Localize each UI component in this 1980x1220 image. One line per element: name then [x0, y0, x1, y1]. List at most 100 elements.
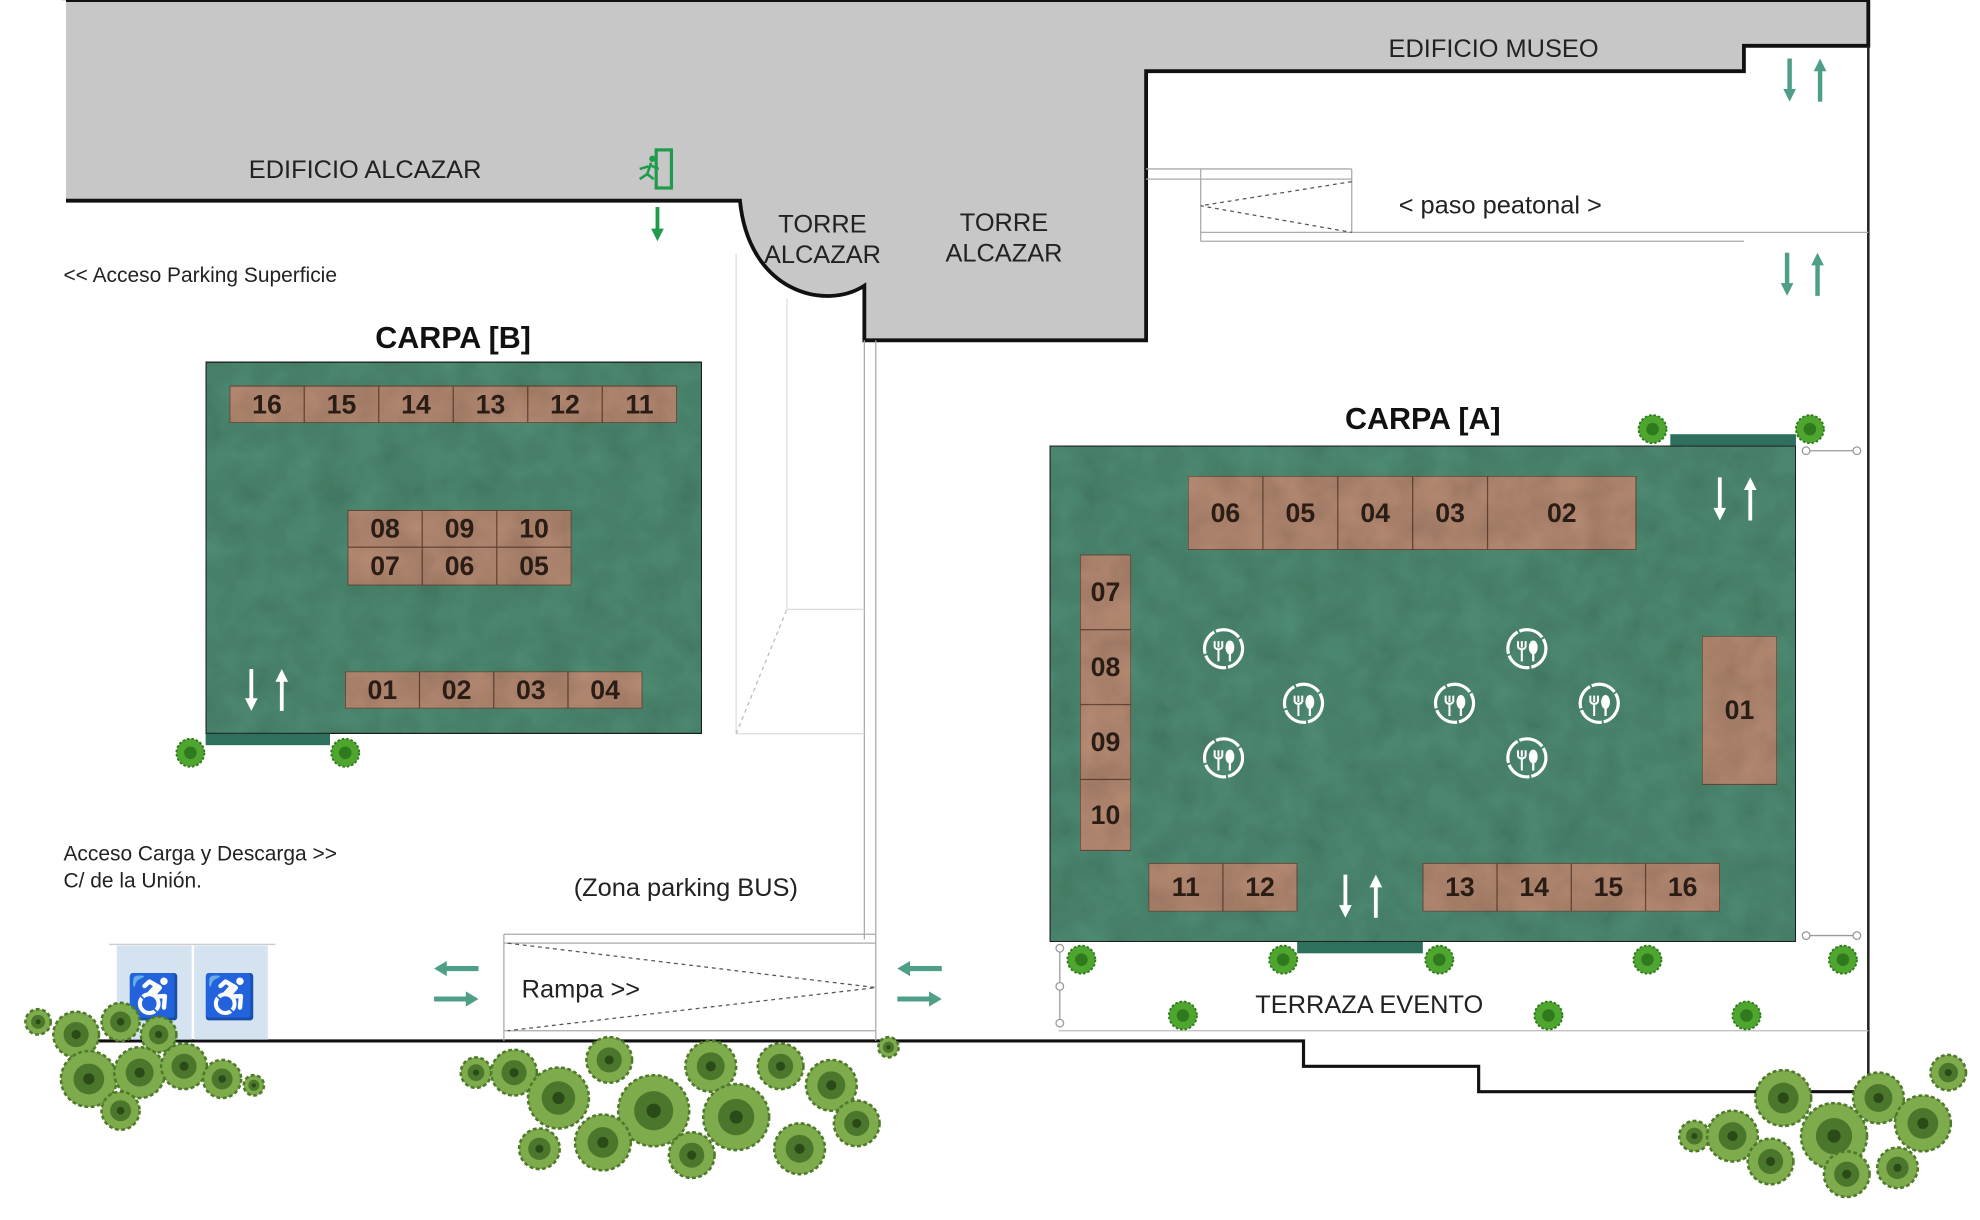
stall-number: 03: [516, 675, 546, 705]
exit-sign-icon: [638, 148, 674, 190]
label-rampa: Rampa >>: [522, 976, 641, 1004]
tree-icon: [1632, 944, 1663, 975]
tree-icon: [1677, 1119, 1711, 1153]
label-edificio-alcazar: EDIFICIO ALCAZAR: [249, 156, 482, 184]
stall-04[interactable]: 04: [1337, 475, 1414, 551]
stall-09[interactable]: 09: [421, 509, 498, 548]
stall-02[interactable]: 02: [418, 670, 495, 709]
stall-number: 06: [445, 551, 475, 581]
restaurant-icon: [1282, 682, 1325, 724]
stall-number: 14: [1519, 872, 1549, 902]
tree-icon: [139, 1015, 178, 1054]
stall-04[interactable]: 04: [567, 670, 643, 709]
restaurant-icon: [1506, 737, 1548, 779]
stall-03[interactable]: 03: [493, 670, 569, 709]
stall-15[interactable]: 15: [1570, 862, 1647, 913]
tree-icon: [330, 737, 361, 768]
stall-01[interactable]: 01: [344, 670, 421, 709]
carpa-b-door[interactable]: [205, 733, 330, 746]
stall-10[interactable]: 10: [496, 509, 572, 548]
stall-number: 16: [252, 389, 282, 419]
carpa-a-title: CARPA [A]: [1345, 402, 1501, 436]
arrow-right-icon: [434, 991, 479, 1007]
stall-12[interactable]: 12: [1222, 862, 1298, 913]
stall-13[interactable]: 13: [1422, 862, 1498, 913]
stall-10[interactable]: 10: [1079, 778, 1132, 852]
stall-05[interactable]: 05: [496, 546, 572, 586]
stall-16[interactable]: 16: [229, 385, 305, 424]
stall-06[interactable]: 06: [1187, 475, 1264, 551]
tree-icon: [459, 1056, 493, 1090]
tree-icon: [1533, 1000, 1564, 1031]
arrow-down-icon: [1780, 252, 1794, 296]
stall-number: 12: [1245, 872, 1275, 902]
stall-number: 10: [1091, 800, 1121, 830]
stall-06[interactable]: 06: [421, 546, 498, 586]
arrow-up-icon: [1813, 58, 1827, 102]
stall-number: 16: [1668, 872, 1698, 902]
tree-icon: [684, 1039, 738, 1093]
label-calle: C/ de la Unión.: [63, 869, 202, 892]
stall-01[interactable]: 01: [1701, 635, 1778, 786]
tree-icon: [804, 1058, 858, 1112]
stall-09[interactable]: 09: [1079, 703, 1132, 781]
tree-icon: [1875, 1146, 1920, 1190]
label-edificio-museo: EDIFICIO MUSEO: [1389, 35, 1599, 63]
carpa-a-door-bottom[interactable]: [1297, 941, 1423, 954]
tree-icon: [701, 1082, 771, 1152]
tree-icon: [1268, 944, 1299, 975]
carpa-b-title: CARPA [B]: [375, 321, 531, 355]
stall-07[interactable]: 07: [1079, 554, 1132, 631]
restaurant-icon: [1202, 628, 1245, 670]
label-torre-alcazar-2: TORRE: [960, 209, 1048, 237]
stall-number: 05: [519, 551, 549, 581]
stall-number: 13: [476, 389, 506, 419]
label-acceso-parking: << Acceso Parking Superficie: [63, 264, 337, 287]
fence-posts: [1055, 446, 1862, 1028]
stall-08[interactable]: 08: [347, 509, 423, 548]
stall-number: 11: [625, 389, 653, 419]
tree-icon: [526, 1066, 591, 1130]
stall-number: 02: [442, 675, 472, 705]
stall-05[interactable]: 05: [1262, 475, 1339, 551]
tree-icon: [772, 1122, 827, 1176]
stall-02[interactable]: 02: [1486, 475, 1637, 551]
tree-icon: [1795, 414, 1825, 445]
tree-icon: [832, 1099, 881, 1148]
tree-icon: [59, 1049, 119, 1109]
restaurant-icon: [1433, 682, 1476, 724]
stall-11[interactable]: 11: [1148, 862, 1224, 913]
arrow-up-icon: [275, 669, 289, 711]
tree-icon: [175, 737, 206, 768]
arrow-left-icon: [897, 960, 942, 977]
stall-number: 05: [1286, 498, 1316, 528]
arrow-down-icon: [244, 669, 258, 711]
stall-14[interactable]: 14: [378, 385, 454, 424]
tree-icon: [573, 1113, 633, 1172]
stall-number: 06: [1211, 498, 1241, 528]
tree-icon: [112, 1045, 167, 1100]
stall-15[interactable]: 15: [303, 385, 380, 424]
tree-icon: [159, 1042, 209, 1091]
stall-16[interactable]: 16: [1644, 862, 1721, 913]
label-torre-alcazar-2: ALCAZAR: [945, 240, 1062, 268]
stall-13[interactable]: 13: [452, 385, 529, 424]
arrow-up-icon: [1743, 477, 1757, 521]
stall-number: 14: [401, 389, 431, 419]
stall-number: 12: [550, 389, 580, 419]
tree-icon: [1066, 944, 1097, 975]
arrow-down-icon: [1339, 874, 1352, 918]
stall-12[interactable]: 12: [527, 385, 603, 424]
arrow-up-icon: [1811, 252, 1824, 296]
stall-number: 08: [370, 514, 400, 544]
tree-icon: [100, 1001, 141, 1043]
stall-number: 15: [327, 389, 357, 419]
stall-03[interactable]: 03: [1412, 475, 1489, 551]
tree-icon: [1746, 1137, 1795, 1186]
stall-14[interactable]: 14: [1496, 862, 1572, 913]
stall-11[interactable]: 11: [601, 385, 678, 424]
stall-07[interactable]: 07: [347, 546, 423, 586]
arrow-down-icon: [1783, 58, 1796, 102]
carpa-a-door-top[interactable]: [1670, 434, 1796, 446]
stall-08[interactable]: 08: [1079, 629, 1132, 706]
